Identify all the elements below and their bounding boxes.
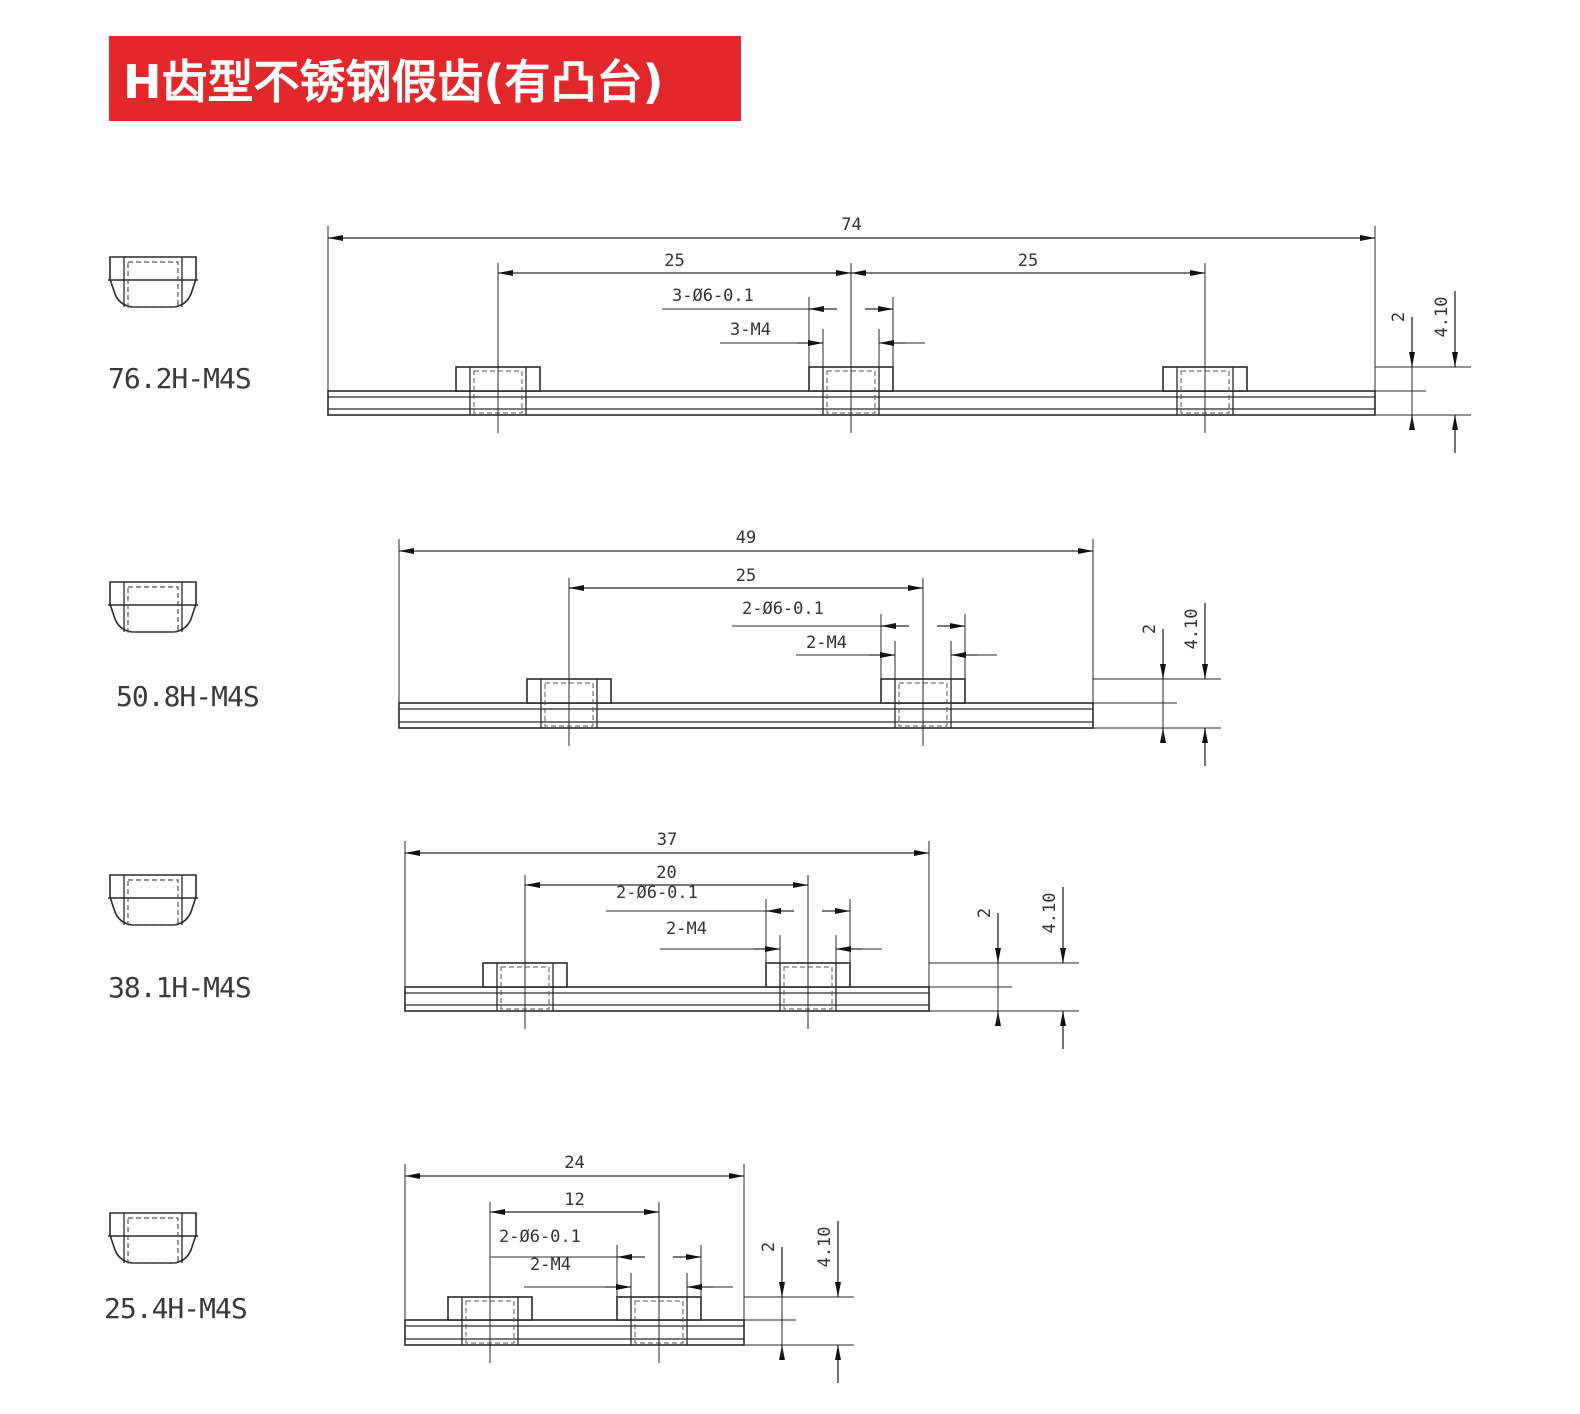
drawing-38.1H-M4S: 37 202-Ø6-0.1 2-M4 2 4.10 [108,830,1079,1049]
dim-overall-length: 74 [841,215,861,235]
dim-overall-length: 49 [736,528,756,548]
drawing-50.8H-M4S: 49 25 2-Ø6-0.1 2-M4 2 4.10 [108,528,1221,766]
thread-callout: 3-M4 [730,320,771,340]
dim-height-total: 4.10 [815,1227,835,1268]
thread-callout: 2-M4 [666,919,707,939]
dim-overall-length: 24 [564,1153,584,1173]
dim-height-total: 4.10 [1432,297,1452,338]
part-label: 25.4H-M4S [104,1292,248,1325]
dim-pitch: 25 [1018,251,1038,271]
dim-height-total: 4.10 [1182,609,1202,650]
dim-pitch: 25 [736,566,756,586]
dim-height-small: 2 [759,1242,779,1252]
dim-pitch: 20 [656,863,676,883]
bore-callout: 2-Ø6-0.1 [616,883,698,903]
dim-overall-length: 37 [657,830,677,850]
page-title: H齿型不锈钢假齿(有凸台) [123,54,664,109]
part-label: 50.8H-M4S [116,680,260,713]
profile-section-icon [108,256,198,308]
dim-height-small: 2 [1389,312,1409,322]
profile-section-icon [108,874,198,926]
dim-height-total: 4.10 [1040,893,1060,934]
drawing-25.4H-M4S: 24 12 2-Ø6-0.1 2-M4 2 4.10 [108,1153,854,1383]
dim-pitch: 12 [564,1190,584,1210]
thread-callout: 2-M4 [806,633,847,653]
bore-callout: 3-Ø6-0.1 [672,286,754,306]
bore-callout: 2-Ø6-0.1 [499,1227,581,1247]
dim-pitch: 25 [664,251,684,271]
bore-callout: 2-Ø6-0.1 [742,599,824,619]
thread-callout: 2-M4 [530,1255,571,1275]
drawing-76.2H-M4S: 74 25 25 3-Ø6-0.1 3-M4 2 4.10 [108,215,1471,453]
dim-height-small: 2 [975,908,995,918]
profile-section-icon [108,581,198,633]
profile-section-icon [108,1212,198,1264]
part-label: 76.2H-M4S [108,362,252,395]
title-banner: H齿型不锈钢假齿(有凸台) [109,36,741,121]
part-label: 38.1H-M4S [108,971,252,1004]
dim-height-small: 2 [1140,624,1160,634]
